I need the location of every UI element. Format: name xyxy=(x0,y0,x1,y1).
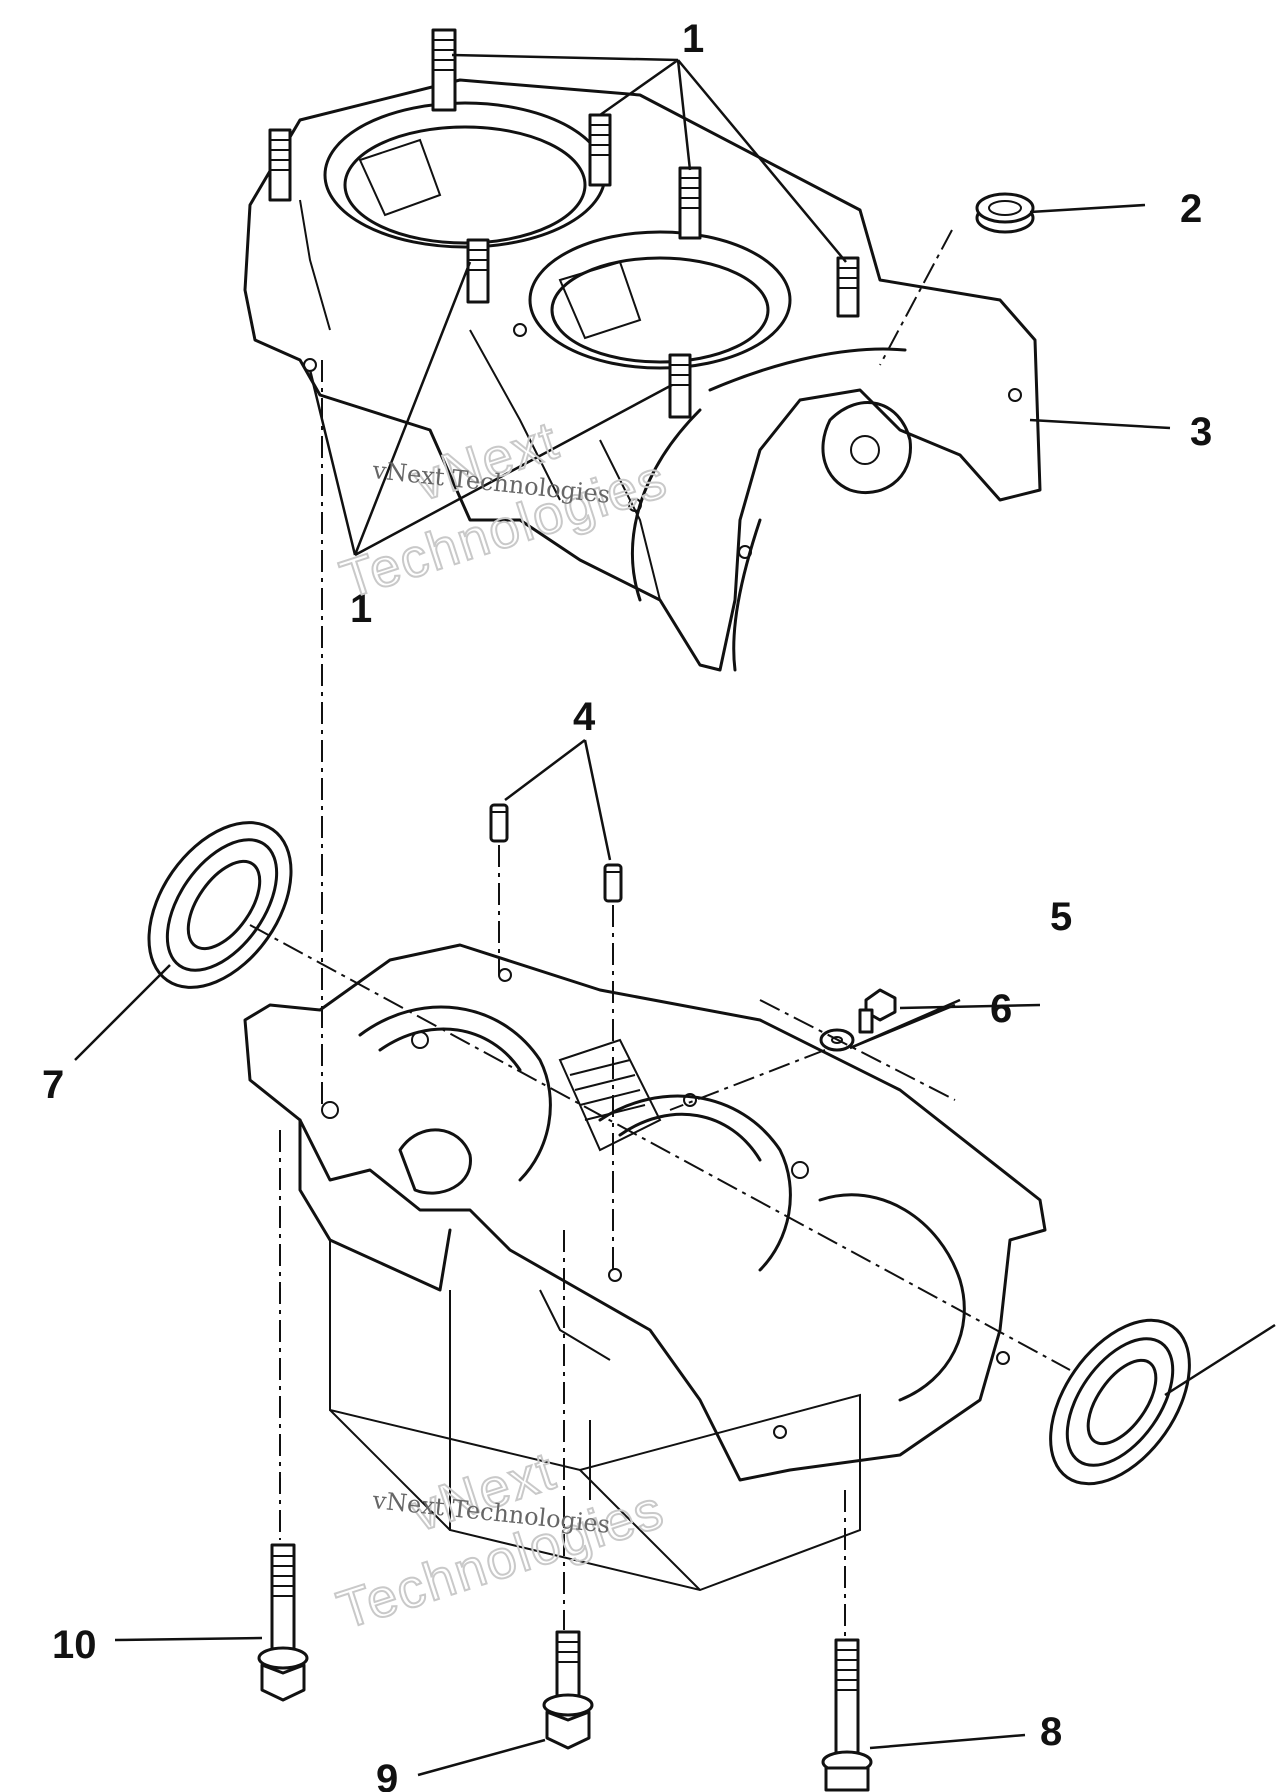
callouts: 1 1 2 3 4 5 6 7 8 9 10 xyxy=(42,17,1212,1792)
leader-lines xyxy=(74,53,1276,1777)
dowel-left xyxy=(489,803,509,843)
callout-5: 5 xyxy=(1050,895,1072,939)
lower-crankcase xyxy=(243,943,1047,1482)
dowel-right xyxy=(603,863,623,903)
callout-1-top: 1 xyxy=(682,17,704,61)
callout-8: 8 xyxy=(1040,1710,1062,1754)
upper-crankcase xyxy=(243,28,1042,672)
stud-right xyxy=(836,256,860,318)
callout-6: 6 xyxy=(990,987,1012,1031)
oil-seal-7-right xyxy=(1049,1318,1191,1486)
plug-2 xyxy=(975,192,1035,234)
bolt-5 xyxy=(858,988,897,1034)
stud-front-left xyxy=(466,238,490,304)
stud-rear-right xyxy=(588,113,612,187)
callout-10: 10 xyxy=(52,1623,97,1667)
callout-4: 4 xyxy=(573,695,596,739)
callout-2: 2 xyxy=(1180,187,1202,231)
assembly-lines xyxy=(249,229,1071,1640)
bolt-8 xyxy=(821,1638,873,1792)
stud-rear-left xyxy=(431,28,457,112)
callout-7: 7 xyxy=(42,1063,64,1107)
bolt-10 xyxy=(257,1543,309,1702)
stud-left xyxy=(268,128,292,202)
callout-1-bottom: 1 xyxy=(350,587,372,631)
watermark-bottom: vNext Technologies xyxy=(329,1439,672,1641)
construction-box xyxy=(329,1240,861,1592)
stud-front-right xyxy=(668,353,692,419)
stud-center xyxy=(678,166,702,240)
bolt-9 xyxy=(542,1630,594,1750)
oil-seal-7-left xyxy=(147,821,293,989)
callout-3: 3 xyxy=(1190,410,1212,454)
callout-9: 9 xyxy=(376,1757,398,1792)
